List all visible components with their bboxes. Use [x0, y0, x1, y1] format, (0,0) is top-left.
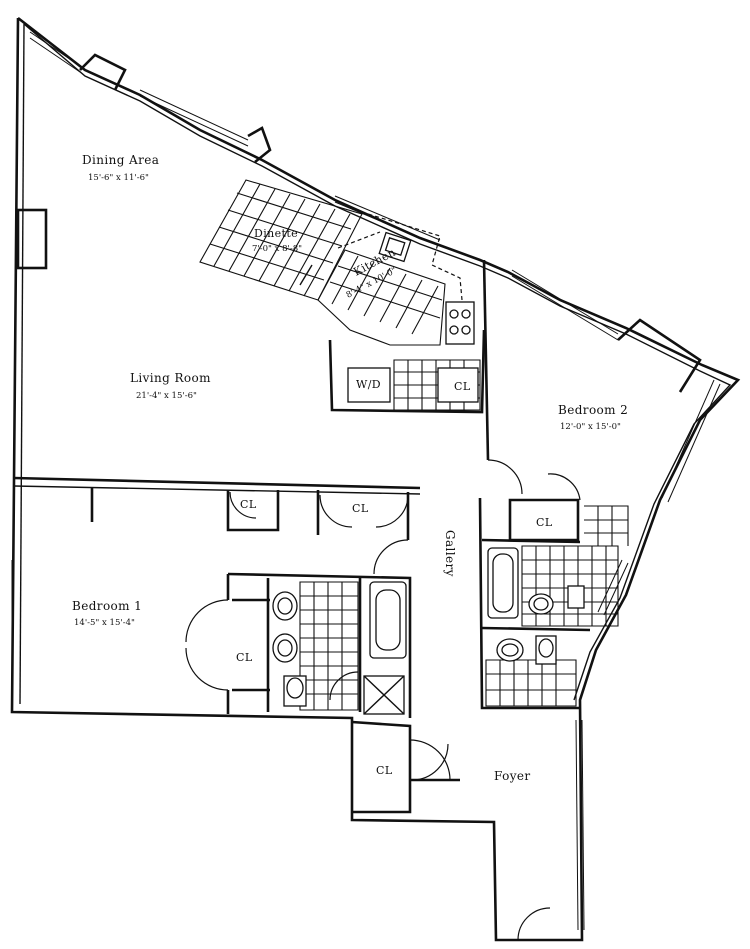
interior-walls: [13, 259, 591, 814]
closet-label: CL: [376, 764, 393, 777]
room-name-dinette: Dinette: [254, 227, 298, 240]
bath-fixtures: [272, 547, 585, 715]
room-name-bedroom2: Bedroom 2: [558, 403, 628, 417]
room-name-living: Living Room: [130, 371, 211, 385]
room-dims-dinette: 7'-0" x 8'-8": [252, 244, 302, 254]
room-dims-dining: 15'-6" x 11'-6": [88, 173, 149, 183]
closet-label: CL: [236, 651, 253, 664]
kitchen-fixtures: [299, 209, 479, 403]
room-name-bedroom1: Bedroom 1: [72, 599, 142, 613]
stove-icon: [445, 301, 475, 345]
room-name-dining: Dining Area: [82, 153, 159, 167]
washer-dryer-label: W/D: [356, 378, 381, 391]
closet-label: CL: [240, 498, 257, 511]
room-dims-bedroom1: 14'-5" x 15'-4": [74, 618, 135, 628]
room-name-foyer: Foyer: [494, 769, 531, 783]
room-name-gallery: Gallery: [443, 530, 457, 577]
closet-label: CL: [352, 502, 369, 515]
tile-grid-bath1: [299, 581, 359, 711]
tile-grid-kitchen: [317, 249, 446, 346]
toilet-icon: [567, 585, 585, 609]
room-dims-living: 21'-4" x 15'-6": [136, 391, 197, 401]
room-labels: Dining Area 15'-6" x 11'-6" Dinette 7'-0…: [72, 153, 628, 783]
doors: [185, 459, 581, 941]
exterior-walls: [10, 16, 741, 942]
room-dims-bedroom2: 12'-0" x 15'-0": [560, 422, 621, 432]
tile-grid-dinette: [199, 179, 363, 301]
closet-label: CL: [454, 380, 471, 393]
closet-label: CL: [536, 516, 553, 529]
tile-grid-bath3: [485, 659, 577, 707]
